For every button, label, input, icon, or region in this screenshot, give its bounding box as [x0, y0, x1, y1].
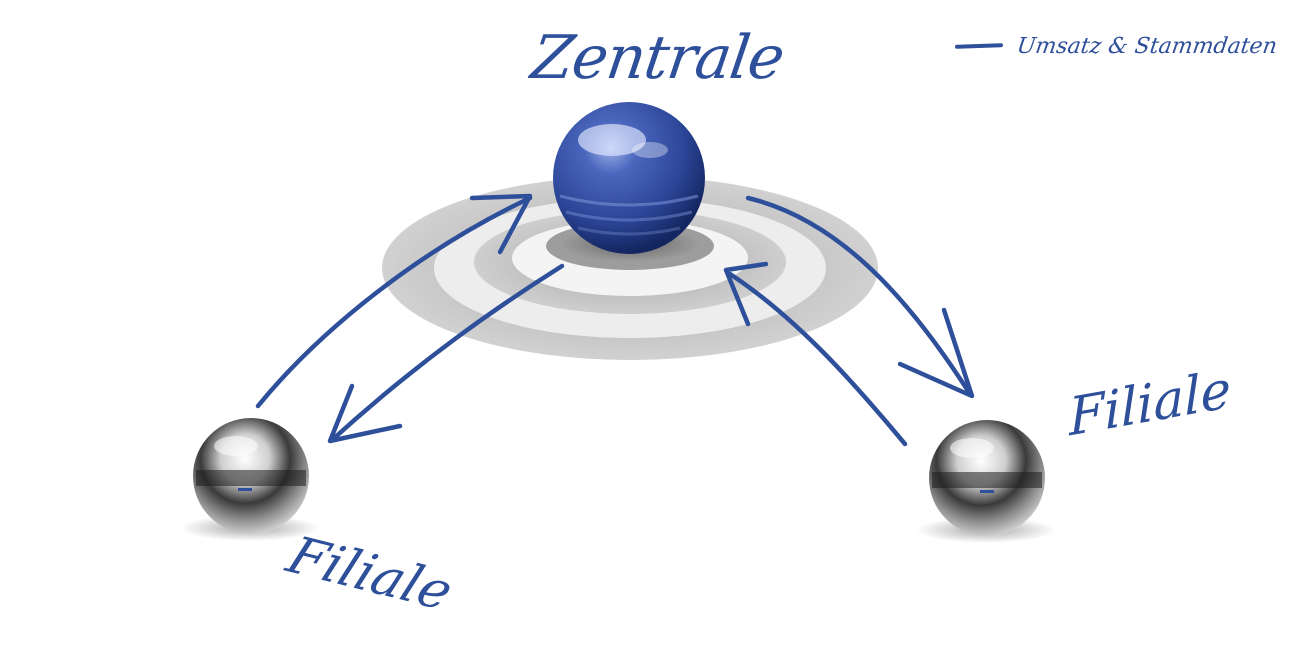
target-rings	[382, 176, 878, 360]
flow-arrow-central-to-right	[745, 195, 973, 397]
flow-arrow-left-to-central	[255, 195, 533, 409]
central-label: Zentrale	[527, 23, 789, 93]
legend-text: Umsatz & Stammdaten	[1015, 34, 1279, 59]
branch-left-sphere-icon	[180, 418, 320, 541]
central-sphere-icon	[553, 102, 705, 254]
branch-right-sphere-icon	[916, 420, 1056, 543]
flow-arrow-central-to-left	[329, 263, 565, 443]
arrowhead-left-to-central	[469, 193, 533, 255]
arrowhead-central-to-right	[897, 307, 975, 399]
flow-arrow-right-to-central	[727, 271, 908, 447]
arrowhead-central-to-left	[327, 383, 403, 444]
arrowhead-right-to-central	[723, 261, 769, 327]
